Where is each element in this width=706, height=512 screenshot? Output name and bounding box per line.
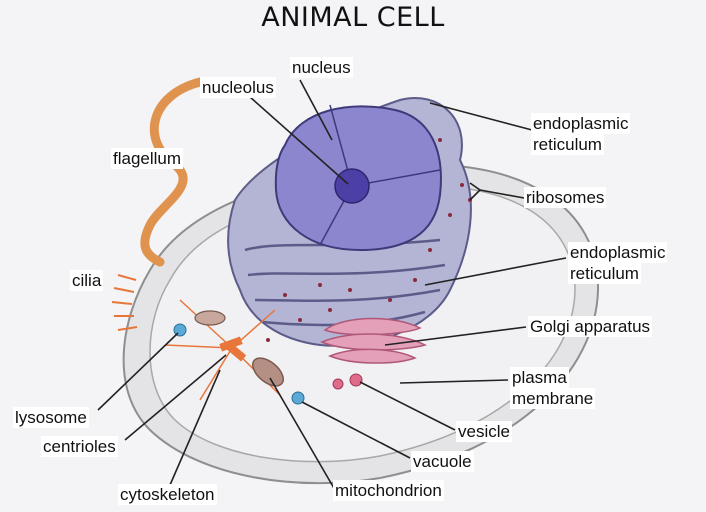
vesicle-shape-2 — [332, 378, 344, 390]
label-golgi-apparatus: Golgi apparatus — [528, 316, 653, 337]
golgi-shape — [320, 317, 428, 364]
label-plasma-line1: plasma — [510, 367, 569, 388]
label-flagellum: flagellum — [111, 148, 184, 169]
label-vesicle: vesicle — [456, 421, 512, 442]
er-folds — [244, 238, 446, 327]
vesicle-shape — [349, 373, 363, 387]
mitochondrion-shape — [252, 357, 284, 387]
label-vacuole: vacuole — [411, 451, 474, 472]
label-centrioles: centrioles — [41, 436, 118, 457]
label-nucleolus: nucleolus — [200, 77, 276, 98]
nucleolus-shape — [334, 168, 370, 204]
label-cilia: cilia — [70, 270, 104, 291]
label-nucleus: nucleus — [290, 57, 353, 78]
label-mitochondrion: mitochondrion — [333, 480, 444, 501]
label-er-mid-line2: reticulum — [568, 263, 641, 284]
cilia-shape — [111, 274, 138, 331]
label-cytoskeleton: cytoskeleton — [118, 484, 217, 505]
label-er-top-line2: reticulum — [531, 134, 604, 155]
label-plasma-line2: membrane — [510, 388, 596, 409]
label-er-mid-line1: endoplasmic — [568, 242, 668, 263]
label-er-top-line1: endoplasmic — [531, 113, 631, 134]
vacuole-shape — [291, 391, 305, 405]
flagellum-shape — [140, 77, 205, 267]
label-lysosome: lysosome — [13, 407, 89, 428]
label-ribosomes: ribosomes — [524, 187, 607, 208]
diagram-title: ANIMAL CELL — [261, 2, 445, 33]
leader-lines — [97, 79, 567, 491]
mitochondrion-shape-2 — [194, 310, 226, 326]
